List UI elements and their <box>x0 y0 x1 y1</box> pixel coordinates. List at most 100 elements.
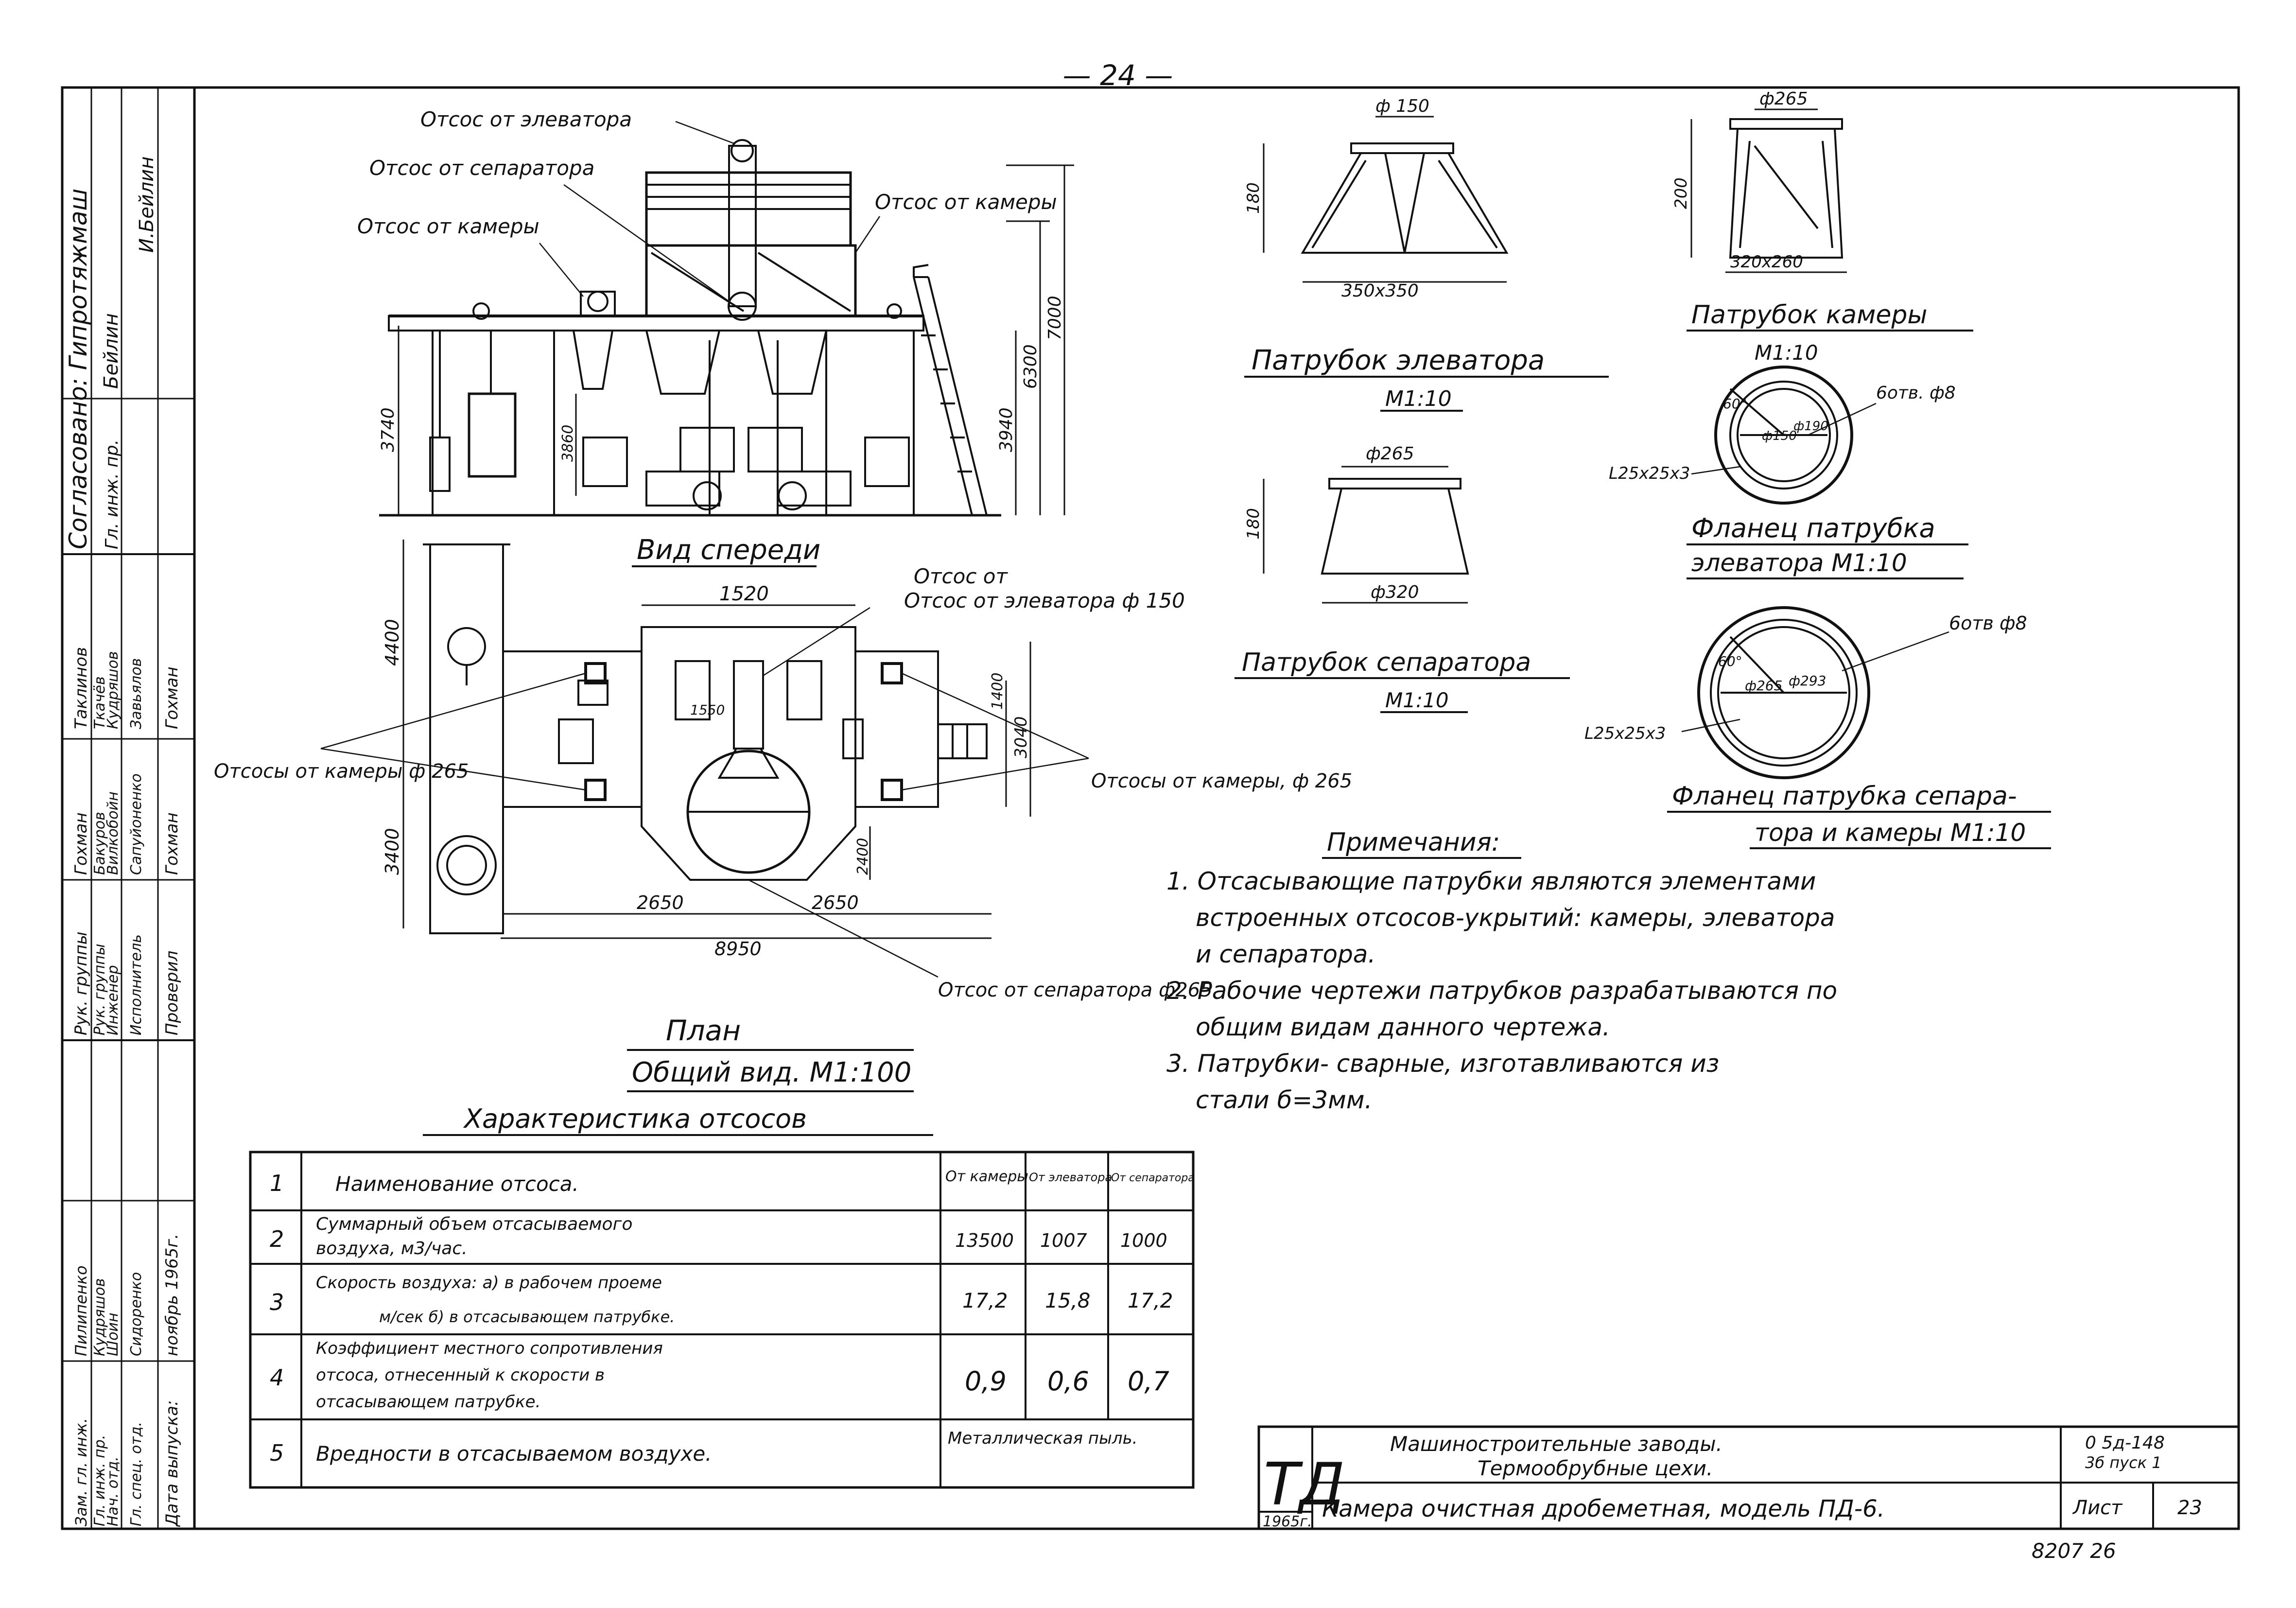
sheet-frame <box>61 86 2240 1530</box>
nozzle-elevator <box>1263 116 1509 283</box>
col-header-separator: От сепаратора <box>1111 1172 1195 1184</box>
row-5-number: 5 <box>270 1440 284 1466</box>
lower-row-4-role: Гл. спец. отд. <box>128 1422 145 1526</box>
title-block-code-1: 0 5д-148 <box>2085 1433 2165 1453</box>
title-block-logo: ТД <box>1264 1451 1345 1519</box>
flange-elevator-subtitle: элеватора М1:10 <box>1691 549 1907 577</box>
row-3-number: 3 <box>270 1289 284 1315</box>
plan-label-separator: Отсос от сепаратора ф265 <box>938 979 1213 1001</box>
lower-row-1-name: Пилипенко <box>72 1265 90 1356</box>
strip-row-3-sign: Кудряшов <box>104 651 122 729</box>
row-5-value: Металлическая пыль. <box>948 1429 1137 1448</box>
note-line-4: 2. Рабочие чертежи патрубков разрабатыва… <box>1166 977 1837 1005</box>
row-4-name-1: Коэффициент местного сопротивления <box>316 1339 663 1358</box>
col-header-camera: От камеры <box>945 1168 1028 1185</box>
strip-row-4-sign: Завьялов <box>128 658 145 729</box>
strip-row-2-name: Бакуров <box>91 812 108 875</box>
front-dim-6300: 6300 <box>1021 344 1041 389</box>
flange-separator-inner: ф265 <box>1745 678 1782 694</box>
flange-separator-outer: ф293 <box>1789 673 1826 689</box>
front-label-separator: Отсос от сепаратора <box>369 156 594 180</box>
row-5-name: Вредности в отсасываемом воздухе. <box>316 1442 712 1466</box>
strip-row-5-role: Проверил <box>162 951 182 1035</box>
title-block-org-1: Машиностроительные заводы. <box>1390 1432 1722 1456</box>
note-line-7: стали б=3мм. <box>1196 1086 1372 1114</box>
chief-eng-role: Гл. инж. пр. <box>102 439 122 549</box>
plan-view-leaders <box>320 607 1089 978</box>
front-dim-3740: 3740 <box>378 407 398 452</box>
strip-row-3-role: Инженер <box>104 965 122 1035</box>
row-3-value-camera: 17,2 <box>962 1289 1008 1312</box>
flange-elevator-outer: ф190 <box>1793 419 1828 434</box>
flange-elevator-title: Фланец патрубка <box>1691 513 1935 543</box>
front-label-camera-right: Отсос от камеры <box>875 190 1057 214</box>
front-label-camera-left: Отсос от камеры <box>357 214 539 238</box>
flange-elevator-holes: 6отв. ф8 <box>1876 383 1956 403</box>
row-4-number: 4 <box>270 1364 284 1391</box>
nozzle-text: ф 150 350х350 180 Патрубок элеватора М1:… <box>1242 89 2027 847</box>
nozzle-separator-title: Патрубок сепаратора <box>1242 648 1531 677</box>
front-dim-3860: 3860 <box>559 425 576 462</box>
flange-separator <box>1681 606 1949 779</box>
plan-dim-2400: 2400 <box>854 838 871 875</box>
flange-separator-subtitle: тора и камеры М1:10 <box>1755 819 2026 847</box>
plan-label-cameras-left: Отсосы от камеры ф 265 <box>214 760 469 783</box>
row-3-name-2: м/сек б) в отсасывающем патрубке. <box>379 1308 675 1326</box>
nozzle-elevator-bottom: 350х350 <box>1341 281 1419 301</box>
front-dim-7000: 7000 <box>1045 296 1065 340</box>
strip-row-3-name: Вилкобойн <box>104 791 122 875</box>
front-label-elevator: Отсос от элеватора <box>420 107 632 131</box>
lower-row-1-role: Зам. гл. инж. <box>72 1418 90 1526</box>
strip-row-1-sign: Таклинов <box>71 647 91 729</box>
plan-dim-1520: 1520 <box>719 583 769 605</box>
title-block-year: 1965г. <box>1263 1513 1312 1530</box>
flange-separator-angle: L25х25х3 <box>1584 724 1666 743</box>
approval-strip-text: Согласовано: Гипротяжмаш Гл. инж. пр. Бе… <box>64 157 182 1527</box>
strip-row-5-sign: Гохман <box>162 666 182 729</box>
chief-eng-name: Бейлин <box>100 313 122 389</box>
plan-view-text: Отсос от Отсос от элеватора ф 150 Отсосы… <box>214 564 1352 1088</box>
plan-label-cameras-right: Отсосы от камеры, ф 265 <box>1091 770 1352 792</box>
characteristics-table-grid <box>249 1151 1195 1489</box>
lower-row-2-name: Кудряшов <box>91 1278 108 1356</box>
nozzle-elevator-title: Патрубок элеватора <box>1252 345 1545 376</box>
note-line-3: и сепаратора. <box>1196 940 1375 968</box>
strip-row-4-name: Сапуйоненко <box>128 773 145 875</box>
lower-row-2-role: Гл. инж. пр. <box>91 1435 108 1526</box>
nozzle-camera-scale: М1:10 <box>1755 341 1818 365</box>
row-3-value-separator: 17,2 <box>1128 1289 1173 1312</box>
plan-label-elevator: Отсос от элеватора ф 150 <box>904 589 1185 612</box>
strip-row-2-sign: Ткачёв <box>91 676 108 729</box>
plan-dim-1550: 1550 <box>690 702 725 718</box>
plan-view-dimensions <box>402 540 1031 939</box>
row-4-value-separator: 0,7 <box>1128 1366 1169 1397</box>
notes-heading: Примечания: <box>1327 828 1500 857</box>
row-3-value-elevator: 15,8 <box>1045 1289 1091 1312</box>
front-view-dimensions <box>398 164 1074 515</box>
nozzle-camera-top: ф265 <box>1759 89 1808 109</box>
lower-row-5-role: Дата выпуска: <box>162 1400 182 1527</box>
nozzle-separator-top: ф265 <box>1366 444 1414 464</box>
characteristics-title: Характеристика отсосов <box>463 1103 807 1134</box>
plan-dim-1400: 1400 <box>989 673 1006 710</box>
front-view-drawing <box>379 139 1001 517</box>
plan-dim-8950: 8950 <box>714 938 762 960</box>
row-4-name-2: отсоса, отнесенный к скорости в <box>316 1365 605 1385</box>
strip-row-4-role: Исполнитель <box>128 934 145 1035</box>
title-block-drawing-title: Камера очистная дробеметная, модель ПД-6… <box>1322 1495 1885 1522</box>
row-2-name-1: Суммарный объем отсасываемого <box>316 1214 633 1234</box>
plan-dim-2650-right: 2650 <box>812 892 859 913</box>
flange-elevator-angle: L25х25х3 <box>1609 464 1690 483</box>
flange-separator-deg: 60° <box>1718 653 1742 669</box>
plan-dim-3400: 3400 <box>382 828 403 875</box>
row-2-value-camera: 13500 <box>955 1230 1014 1251</box>
nozzle-separator-scale: М1:10 <box>1385 688 1449 712</box>
bottom-code: 8207 26 <box>2032 1539 2116 1563</box>
front-dim-3940: 3940 <box>996 407 1016 452</box>
front-view-title: Вид спереди <box>637 534 820 566</box>
lower-row-3-name: Шоин <box>104 1312 122 1356</box>
lower-row-4-name: Сидоренко <box>128 1272 145 1356</box>
characteristics-table-text: От камеры От элеватора От сепаратора 1 Н… <box>270 1168 1195 1466</box>
row-1-name: Наименование отсоса. <box>335 1172 579 1196</box>
plan-title-underlines <box>627 1049 914 1092</box>
